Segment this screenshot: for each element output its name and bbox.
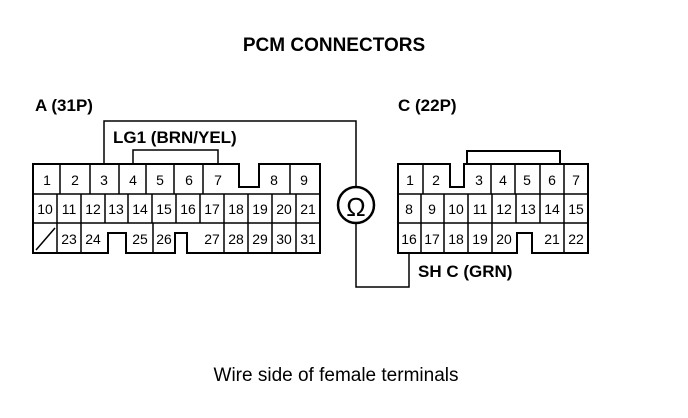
pin-a-7: 7 bbox=[214, 172, 222, 188]
wire-shc-label: SH C (GRN) bbox=[418, 262, 512, 281]
pin-c-2: 2 bbox=[432, 172, 440, 188]
wire-lg1-label: LG1 (BRN/YEL) bbox=[113, 128, 237, 147]
pin-a-23: 23 bbox=[61, 231, 77, 247]
pin-a-31: 31 bbox=[300, 231, 316, 247]
connector-a-pins: 1 2 3 4 5 6 7 8 9 10 11 12 13 14 15 16 1… bbox=[37, 172, 316, 247]
probe-wire-top bbox=[103, 120, 357, 187]
probe-wire-bottom bbox=[355, 223, 410, 288]
pin-a-8: 8 bbox=[270, 172, 278, 188]
pin-a-12: 12 bbox=[85, 201, 101, 217]
pin-c-11: 11 bbox=[473, 201, 488, 217]
pin-c-12: 12 bbox=[496, 201, 512, 217]
pin-a-6: 6 bbox=[185, 172, 193, 188]
pin-c-16: 16 bbox=[401, 231, 417, 247]
pin-a-10: 10 bbox=[37, 201, 53, 217]
pin-a-24: 24 bbox=[85, 231, 101, 247]
pin-a-30: 30 bbox=[276, 231, 292, 247]
pin-c-7: 7 bbox=[572, 172, 580, 188]
pin-a-11: 11 bbox=[62, 201, 77, 217]
connector-c-label: C (22P) bbox=[398, 96, 457, 115]
pin-c-19: 19 bbox=[472, 231, 488, 247]
pin-c-18: 18 bbox=[448, 231, 464, 247]
pin-c-20: 20 bbox=[496, 231, 512, 247]
pin-c-13: 13 bbox=[520, 201, 536, 217]
pin-a-29: 29 bbox=[252, 231, 268, 247]
connector-a bbox=[32, 163, 321, 254]
pin-a-14: 14 bbox=[132, 201, 148, 217]
pin-a-3: 3 bbox=[100, 172, 108, 188]
pin-c-9: 9 bbox=[428, 201, 436, 217]
ohm-symbol: Ω bbox=[346, 192, 365, 222]
pin-a-17: 17 bbox=[204, 201, 220, 217]
pin-a-1: 1 bbox=[43, 172, 51, 188]
pin-c-14: 14 bbox=[544, 201, 560, 217]
pin-c-8: 8 bbox=[405, 201, 413, 217]
blank-terminal-mark bbox=[35, 227, 56, 251]
pin-c-21: 21 bbox=[544, 231, 560, 247]
pin-c-15: 15 bbox=[568, 201, 584, 217]
pin-c-1: 1 bbox=[406, 172, 414, 188]
footer-caption: Wire side of female terminals bbox=[214, 365, 459, 386]
pin-a-9: 9 bbox=[300, 172, 308, 188]
pin-a-4: 4 bbox=[129, 172, 137, 188]
pin-a-18: 18 bbox=[228, 201, 244, 217]
pin-a-27: 27 bbox=[204, 231, 220, 247]
pin-a-26: 26 bbox=[156, 231, 172, 247]
pin-a-2: 2 bbox=[71, 172, 79, 188]
pin-a-16: 16 bbox=[180, 201, 196, 217]
connector-c bbox=[397, 150, 589, 254]
connector-c-pins: 1 2 3 4 5 6 7 8 9 10 11 12 13 14 15 16 1… bbox=[401, 172, 584, 247]
pin-a-15: 15 bbox=[156, 201, 172, 217]
pin-c-10: 10 bbox=[448, 201, 464, 217]
pin-a-19: 19 bbox=[252, 201, 268, 217]
pin-a-13: 13 bbox=[108, 201, 124, 217]
pin-a-21: 21 bbox=[300, 201, 316, 217]
diagram-title: PCM CONNECTORS bbox=[243, 35, 425, 56]
lg1-bracket bbox=[132, 149, 219, 164]
pin-a-25: 25 bbox=[132, 231, 148, 247]
pin-a-5: 5 bbox=[156, 172, 164, 188]
pin-a-28: 28 bbox=[228, 231, 244, 247]
pin-c-4: 4 bbox=[499, 172, 507, 188]
pin-a-20: 20 bbox=[276, 201, 292, 217]
pin-c-22: 22 bbox=[568, 231, 584, 247]
connector-a-label: A (31P) bbox=[35, 96, 93, 115]
pin-c-5: 5 bbox=[523, 172, 531, 188]
pin-c-6: 6 bbox=[548, 172, 556, 188]
pin-c-3: 3 bbox=[475, 172, 483, 188]
pin-c-17: 17 bbox=[424, 231, 440, 247]
